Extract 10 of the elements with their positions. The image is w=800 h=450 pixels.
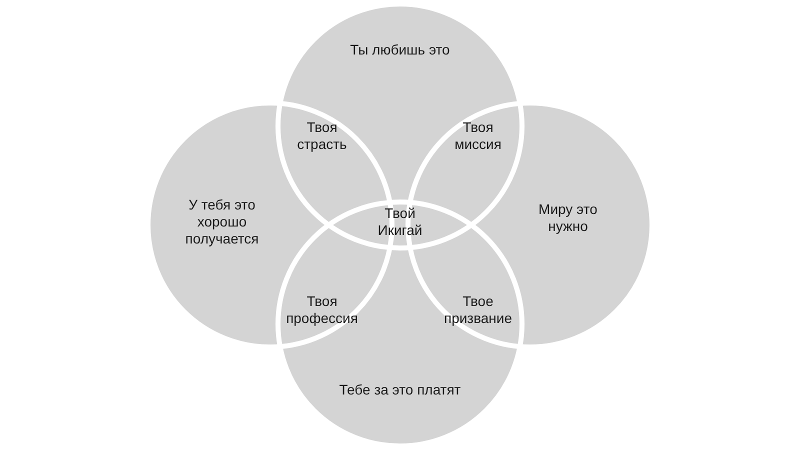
intersection-label: Твоя страсть	[296, 119, 348, 153]
circle-label: У тебя это хорошо получается	[184, 196, 260, 248]
venn-circle	[276, 200, 524, 448]
intersection-label: Твое призвание	[442, 293, 513, 327]
circle-label: Тебе за это платят	[338, 382, 462, 398]
intersection-label: Твой Икигай	[376, 205, 424, 239]
intersection-label: Твоя профессия	[285, 293, 359, 327]
circle-label: Ты любишь это	[349, 42, 451, 58]
intersection-label: Твоя миссия	[454, 119, 502, 153]
circle-label: Миру это нужно	[538, 201, 598, 235]
